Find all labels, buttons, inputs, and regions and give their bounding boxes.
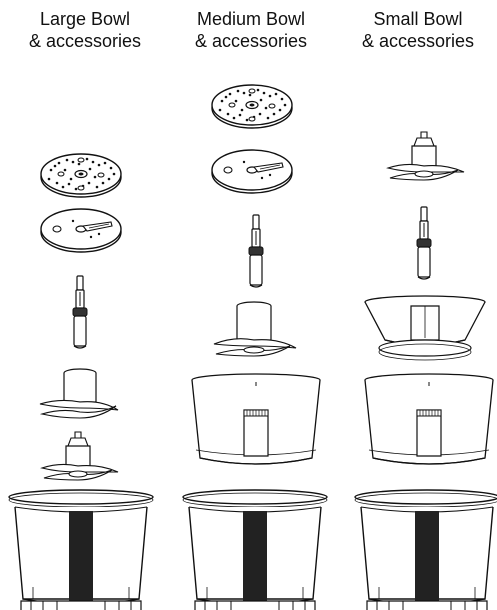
large-chopping-blade	[42, 432, 118, 480]
medium-slicing-disc	[212, 150, 292, 193]
medium-shredding-disc	[212, 85, 292, 128]
small-outer-bowl	[355, 490, 497, 610]
small-disc-stem	[417, 207, 431, 279]
large-disc-stem	[73, 276, 87, 348]
large-dough-blade	[40, 369, 118, 418]
small-work-bowl	[365, 296, 485, 360]
medium-inner-bowl	[192, 374, 320, 464]
medium-outer-bowl	[183, 490, 327, 610]
small-inner-bowl	[365, 374, 493, 464]
medium-disc-stem	[249, 215, 263, 287]
large-slicing-disc	[41, 209, 121, 252]
large-shredding-disc	[41, 154, 121, 197]
large-outer-bowl	[9, 490, 153, 610]
small-chopping-blade	[388, 132, 464, 180]
medium-chopping-blade	[214, 302, 296, 356]
